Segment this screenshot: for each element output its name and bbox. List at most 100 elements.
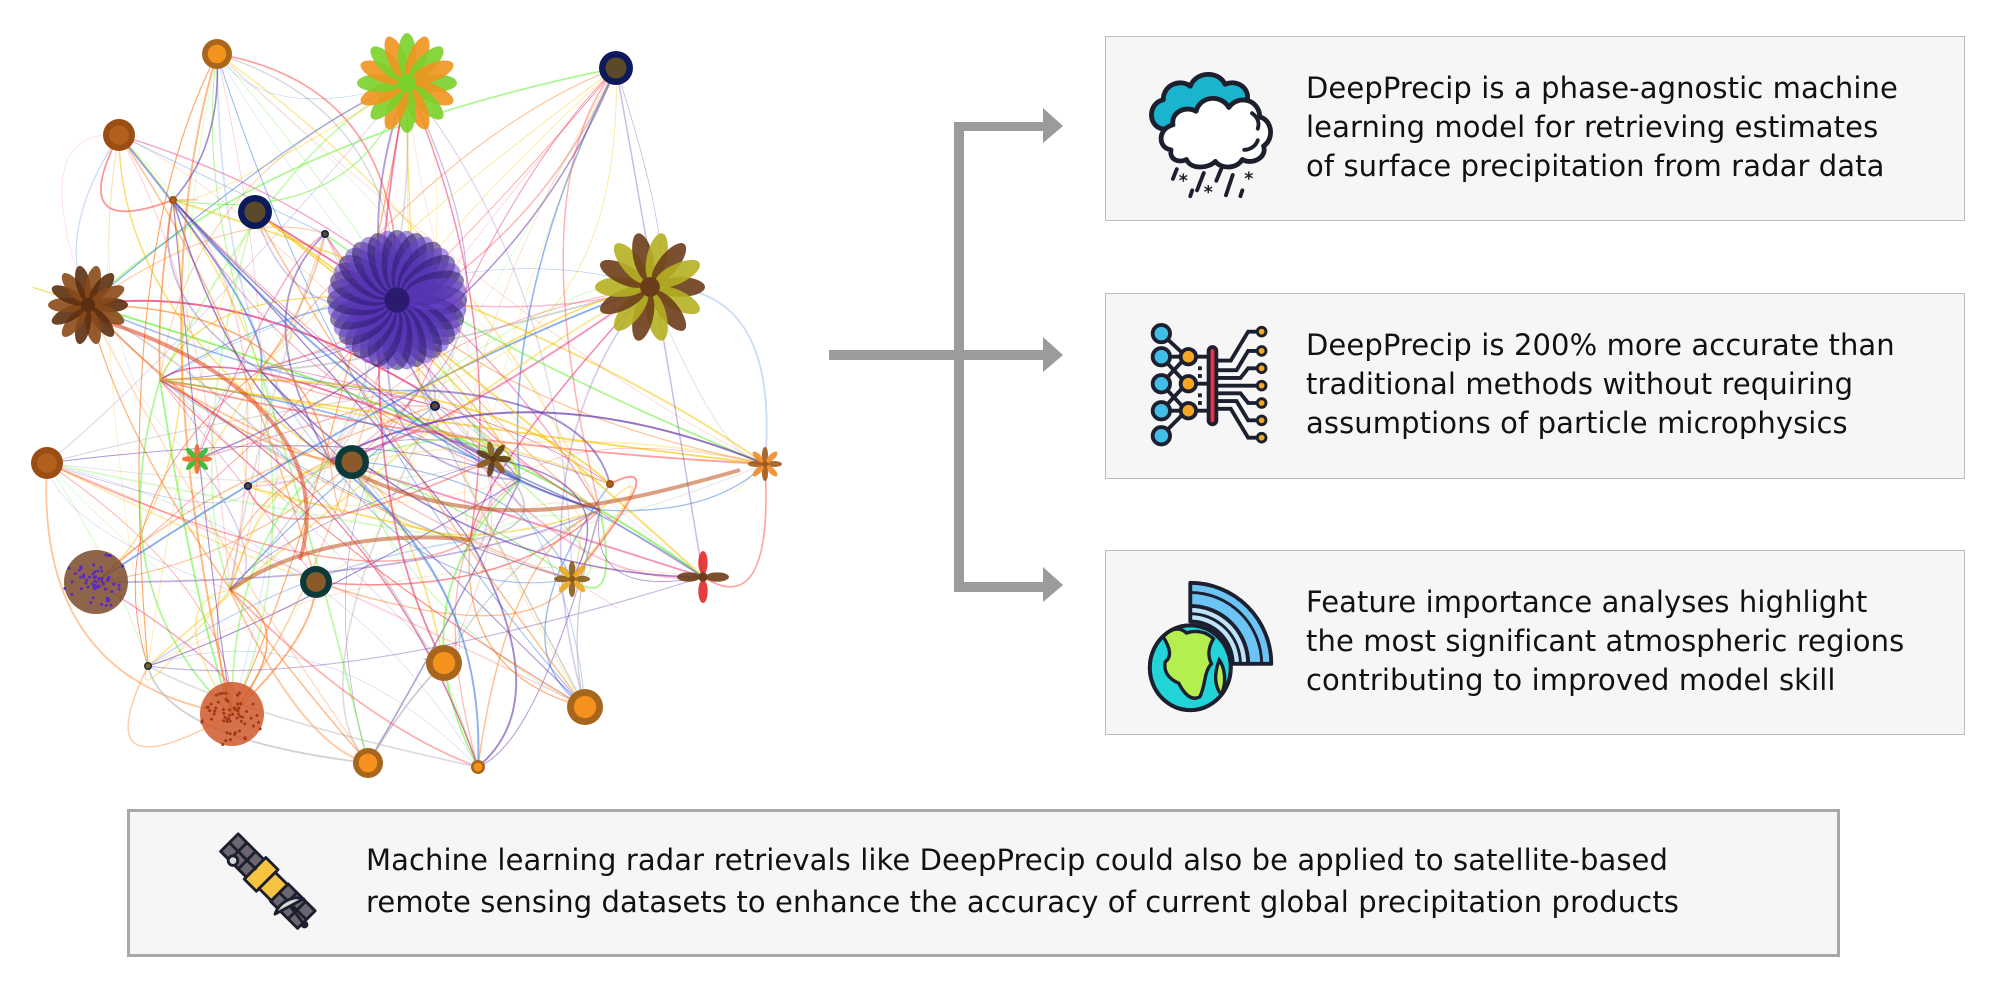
network-edge — [329, 459, 573, 584]
network-node — [471, 760, 485, 774]
network-trunk-edge — [228, 535, 471, 592]
network-edge — [571, 485, 633, 580]
network-edge — [46, 462, 249, 504]
finding-line: contributing to improved model skill — [1306, 663, 1836, 697]
network-edge — [46, 82, 408, 464]
network-node — [244, 482, 252, 490]
network-edge — [469, 458, 494, 549]
network-edge — [139, 379, 233, 715]
network-edge — [516, 67, 617, 481]
red-flower-cluster — [677, 551, 729, 603]
network-edge — [576, 509, 601, 708]
network-edge — [87, 304, 331, 461]
globe-signal-icon — [1147, 580, 1274, 713]
network-edge — [469, 286, 651, 541]
outlook-card-satellite: Machine learning radar retrievals like D… — [127, 809, 1840, 957]
network-node — [599, 51, 633, 85]
network-edge — [158, 199, 174, 381]
network-edge — [231, 369, 274, 715]
network-edge — [87, 304, 369, 764]
network-edge — [442, 479, 521, 768]
network-edge — [241, 369, 261, 487]
network-edge — [159, 379, 479, 768]
network-edge — [159, 379, 586, 708]
network-edge — [469, 463, 766, 541]
network-edge — [172, 199, 249, 591]
network-edge — [247, 440, 766, 487]
network-edge — [118, 134, 263, 371]
network-node — [430, 401, 440, 411]
network-node — [31, 447, 63, 479]
network-edge — [469, 515, 580, 580]
network-edges — [32, 53, 768, 768]
network-ring-nodes — [31, 39, 633, 778]
network-edge — [46, 462, 317, 583]
finding-line: the most significant atmospheric regions — [1306, 624, 1905, 658]
connector-stem — [829, 350, 959, 360]
network-node — [103, 119, 135, 151]
network-edge — [254, 211, 586, 708]
outlook-line: remote sensing datasets to enhance the a… — [366, 885, 1680, 919]
network-edge — [134, 369, 261, 667]
network-edge — [571, 475, 638, 580]
network-edge — [434, 405, 493, 664]
network-edge — [419, 389, 586, 708]
network-edge — [172, 199, 766, 465]
network-edge — [118, 134, 231, 591]
network-edge — [216, 53, 331, 461]
finding-card-feature-importance: Feature importance analyses highlight th… — [1105, 550, 1965, 735]
network-edge — [329, 286, 651, 461]
network-edge — [329, 459, 573, 580]
network-node — [169, 196, 177, 204]
network-edge — [419, 67, 617, 391]
network-edge — [127, 665, 233, 748]
network-edge — [172, 199, 521, 481]
connector-shapes — [829, 108, 1063, 602]
network-edge — [147, 211, 256, 667]
network-edge — [229, 461, 353, 591]
outlook-line: Machine learning radar retrievals like D… — [366, 843, 1668, 877]
arrowhead-top-icon — [1043, 108, 1063, 143]
network-trunk-edge — [329, 458, 741, 513]
network-edge — [95, 199, 184, 583]
network-edge — [468, 539, 586, 708]
network-edge — [329, 459, 573, 580]
network-edge — [147, 479, 521, 667]
satellite-icon — [219, 832, 317, 930]
network-edge — [108, 134, 198, 460]
network-edge — [172, 82, 408, 203]
network-edge — [259, 67, 617, 371]
network-edge — [492, 458, 589, 580]
finding-line: of surface precipitation from radar data — [1306, 149, 1885, 183]
network-edge — [172, 53, 219, 201]
network-edge — [284, 233, 331, 461]
network-edge — [341, 405, 436, 764]
network-edge — [95, 389, 421, 583]
orange-hairy-ball-cluster — [200, 682, 264, 746]
network-edge — [559, 286, 651, 708]
svg-text:*: * — [1244, 170, 1253, 190]
olive-flower-cluster — [595, 233, 705, 341]
network-edge — [351, 438, 611, 485]
network-edge — [107, 134, 149, 667]
finding-card-phase-agnostic: * * * DeepPrecip is a phase-agnostic mac… — [1105, 36, 1965, 221]
arrowhead-middle-icon — [1043, 337, 1063, 372]
network-edge — [562, 67, 617, 511]
network-edge — [216, 53, 766, 465]
network-edge — [229, 589, 369, 764]
network-edge — [172, 199, 233, 715]
network-edge — [118, 134, 331, 461]
network-edge — [367, 662, 445, 764]
green-orange-flower-cluster — [182, 444, 212, 474]
network-edge — [46, 462, 471, 541]
network-edge — [159, 379, 766, 465]
network-edge — [469, 502, 582, 580]
network-edge — [702, 463, 767, 588]
network-edge — [231, 82, 408, 715]
finding-text: DeepPrecip is 200% more accurate than tr… — [1306, 326, 1895, 443]
network-node — [606, 480, 614, 488]
network-edge — [315, 509, 601, 586]
network-edge — [138, 53, 218, 667]
network-edge — [406, 82, 468, 391]
network-edge — [254, 211, 704, 578]
